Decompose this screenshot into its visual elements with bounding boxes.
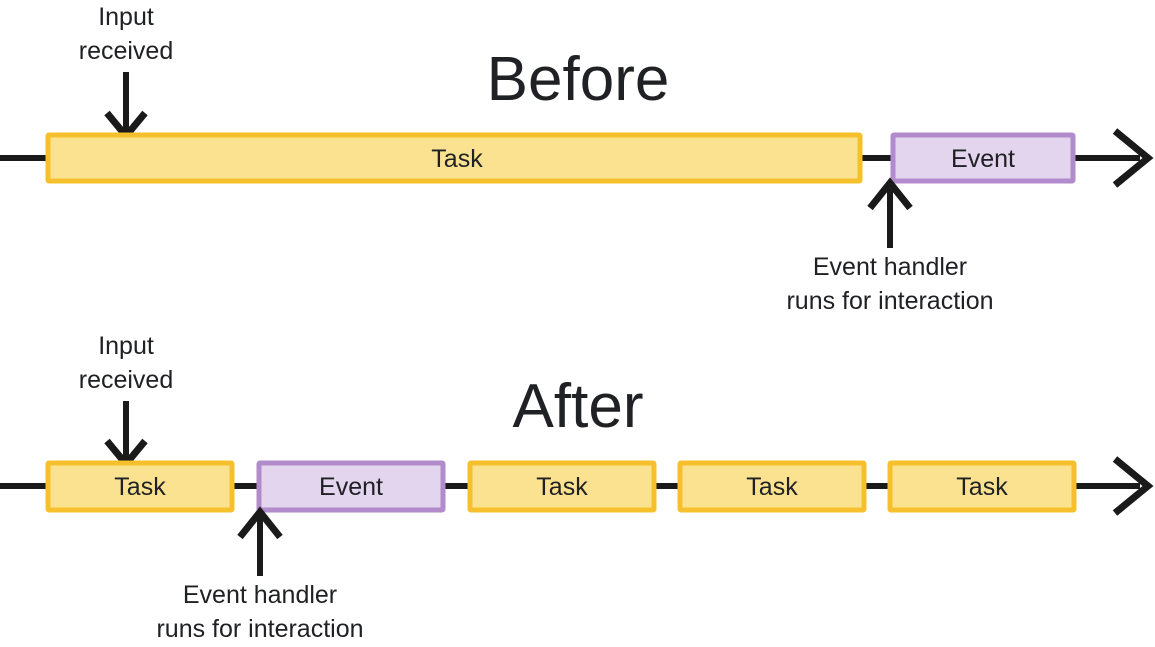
before-event-handler-label-line1: Event handler: [813, 253, 967, 281]
before-event-handler-label-line2: runs for interaction: [786, 287, 993, 315]
after-task-block-1-label: Task: [114, 473, 166, 501]
after-task-block-2: Task: [467, 460, 657, 513]
after-event-block-label: Event: [319, 473, 383, 501]
after-event-block: Event: [256, 460, 446, 513]
after-section: After Input received Task: [0, 332, 1154, 643]
after-task-block-1: Task: [45, 460, 235, 513]
before-event-block-label: Event: [951, 145, 1015, 173]
before-event-handler-arrow-icon: [867, 177, 913, 248]
after-event-handler-label-line2: runs for interaction: [156, 615, 363, 643]
after-event-handler-arrow-icon: [237, 506, 283, 576]
after-task-block-3-label: Task: [746, 473, 798, 501]
after-section-title: After: [513, 372, 644, 441]
after-input-received-label-line1: Input: [98, 332, 154, 360]
before-input-received-label-line1: Input: [98, 3, 154, 31]
after-task-block-3: Task: [677, 460, 867, 513]
after-input-received-label-line2: received: [79, 366, 174, 394]
after-input-received-arrow-icon: [104, 401, 148, 470]
before-timeline-end-arrow-icon: [1112, 128, 1154, 188]
after-timeline-end-arrow-icon: [1112, 456, 1154, 516]
after-task-block-4-label: Task: [956, 473, 1008, 501]
after-task-block-4: Task: [887, 460, 1077, 513]
before-event-block: Event: [890, 132, 1076, 184]
before-input-received-arrow-icon: [104, 72, 148, 142]
after-task-block-2-label: Task: [536, 473, 588, 501]
before-input-received-label-line2: received: [79, 37, 174, 65]
before-task-block-label: Task: [431, 145, 483, 173]
before-task-block: Task: [45, 132, 863, 184]
before-section: Before Input received Task Event: [0, 3, 1154, 315]
after-event-handler-label-line1: Event handler: [183, 581, 337, 609]
before-section-title: Before: [487, 45, 670, 114]
